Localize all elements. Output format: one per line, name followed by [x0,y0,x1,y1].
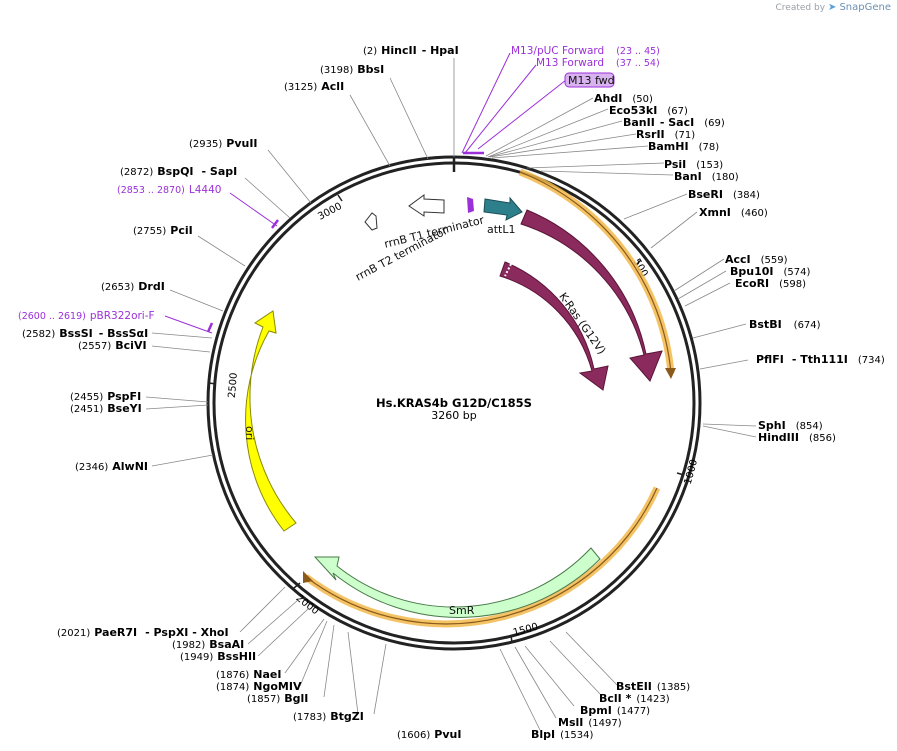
tick-1000 [676,472,685,476]
snapgene-branding: Created by ➤ SnapGene [776,2,891,13]
site-xmni[interactable]: XmnI(460) [699,206,768,219]
site-bspqi[interactable]: (2872)BspQI- SapI [120,165,237,178]
site-leaders [145,58,757,731]
site-drdi[interactable]: (2653)DrdI [101,280,165,293]
primer-pbr322ori-f[interactable]: (2600 .. 2619)pBR322ori-F [18,310,155,322]
site-msli[interactable]: MslI(1497) [558,716,622,729]
site-blpi[interactable]: BlpI(1534) [531,728,593,741]
tick-label-2000: 2000 [294,593,321,617]
site-ngomiv[interactable]: (1874)NgoMIV [216,680,302,693]
plasmid-length: 3260 bp [431,409,476,422]
site-paer7i[interactable]: (2021)PaeR7I- PspXI - XhoI [57,626,229,639]
m13-fwd-badge-bg [564,72,615,88]
site-pcii[interactable]: (2755)PciI [133,224,193,237]
site-bsshii[interactable]: (1949)BssHII [180,650,256,663]
site-bpu10i[interactable]: Bpu10I(574) [730,265,810,278]
plasmid-name: Hs.KRAS4b G12D/C185S [376,396,532,410]
snapgene-name: SnapGene [839,2,891,13]
site-ecori[interactable]: EcoRI(598) [735,277,806,290]
site-acli[interactable]: (3125)AclI [284,80,344,93]
smr-feature-arrow[interactable] [313,547,601,618]
m13-fwd-primer-mark [467,197,474,213]
site-pflfi[interactable]: PflFI- Tth111I(734) [756,353,885,366]
site-pspfi[interactable]: (2455)PspFI [70,390,141,403]
tick-3000 [337,194,343,202]
created-by-text: Created by [775,2,826,13]
site-bsssi[interactable]: (2582)BssSI- BssSαI [22,327,148,340]
site-btgzi[interactable]: (1783)BtgZI [293,710,364,723]
site-alwni[interactable]: (2346)AlwNI [75,460,148,473]
kras-feature-arrow[interactable] [520,209,663,382]
primer-leaders [164,52,567,334]
site-bsaai[interactable]: (1982)BsaAI [172,638,244,651]
site-banii[interactable]: BanII- SacI(69) [623,116,725,129]
site-bani[interactable]: BanI(180) [674,170,739,183]
tick-label-2500: 2500 [227,372,240,398]
site-eco53ki[interactable]: Eco53kI(67) [609,104,688,117]
smr-orf-line [305,487,658,625]
tick-2500 [208,382,217,385]
site-pvui[interactable]: (1606)PvuI [397,728,461,741]
ori-label: ori [243,426,256,440]
site-bseyi[interactable]: (2451)BseYI [70,402,142,415]
kras-g12v-label: K-Ras (G12V) [556,290,608,356]
tick-2000 [293,582,301,589]
site-psii[interactable]: PsiI(153) [664,158,723,171]
site-bcli[interactable]: BclI *(1423) [599,692,670,705]
primer-m13-forward[interactable]: M13 Forward(37 .. 54) [536,57,660,69]
site-bamhi[interactable]: BamHI(78) [648,140,719,153]
site-pvuii-2935[interactable]: (2935)PvuII [189,137,258,150]
kras-orf-line [519,171,672,374]
site-naei[interactable]: (1876)NaeI [216,668,281,681]
site-bbsi[interactable]: (3198)BbsI [320,63,384,76]
site-sphi[interactable]: SphI(854) [758,419,823,432]
site-bsteii[interactable]: BstEII(1385) [616,680,690,693]
restriction-sites: (2)HincII- HpaI (3198)BbsI (3125)AclI (2… [18,44,885,741]
site-bpmi[interactable]: BpmI(1477) [580,704,650,717]
smr-label: SmR [449,604,475,617]
smr-orf-highlight [303,486,661,628]
attl1-feature-arrow[interactable] [483,196,523,221]
rrnb-t2-terminator-arrow[interactable] [364,212,378,231]
site-hindiii[interactable]: HindIII(856) [758,431,836,444]
rrnb-t1-terminator-arrow[interactable] [408,194,445,217]
primer-m13-puc-forward[interactable]: M13/pUC Forward(23 .. 45) [511,45,660,57]
tick-1500 [510,634,513,644]
primer-m13-fwd-badge[interactable]: M13 fwd [564,72,615,88]
attl1-label: attL1 [487,223,516,236]
primer-l4440[interactable]: (2853 .. 2870)L4440 [117,184,221,196]
site-bgli[interactable]: (1857)BglI [247,692,308,705]
kras-orf-arrowhead [665,368,676,379]
smr-orf-arrowhead [303,571,313,583]
ori-feature-arrow[interactable] [245,310,297,532]
site-bstbi[interactable]: BstBI(674) [749,318,821,331]
m13-fwd-badge-label: M13 fwd [568,74,615,87]
site-acci[interactable]: AccI(559) [725,253,788,266]
kras-g12v-feature-arrow[interactable] [499,261,609,391]
site-rsrii[interactable]: RsrII(71) [636,128,695,141]
site-ahdi[interactable]: AhdI(50) [594,92,653,105]
site-bcivi[interactable]: (2557)BciVI [78,339,147,352]
site-hincii[interactable]: (2)HincII- HpaI [363,44,459,57]
snapgene-logo-icon: ➤ [828,2,837,13]
site-bseri[interactable]: BseRI(384) [688,188,760,201]
